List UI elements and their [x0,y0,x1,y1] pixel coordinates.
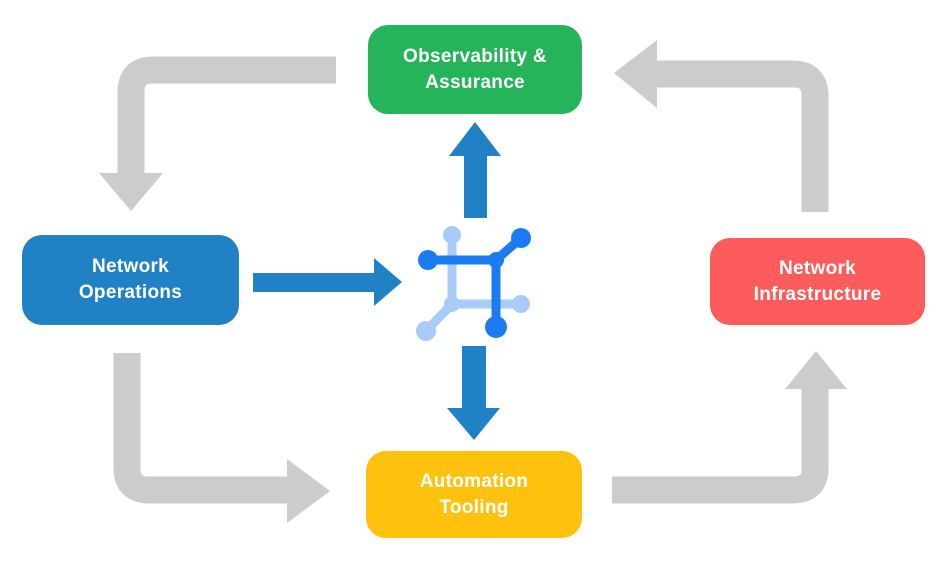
node-label-line: Infrastructure [753,283,882,305]
node-label-line: Network [778,257,857,279]
node-automation-tooling: Automation Tooling [366,451,582,538]
arrow-center-to-observability [449,122,501,218]
cycle-arrows [99,40,847,523]
icon-light-branches [416,226,530,341]
node-network-operations: Network Operations [22,235,239,325]
arrow-operations-to-center [253,258,402,306]
node-label-line: Operations [78,282,183,303]
node-label-line: Automation [419,470,529,492]
arrow-observability-to-operations [99,56,336,211]
node-observability-assurance: Observability & Assurance [368,25,582,114]
node-label-line: Observability & [403,45,547,67]
icon-dark-branches [418,228,531,338]
node-label-line: Tooling [439,496,509,518]
node-network-infrastructure: Network Infrastructure [710,238,925,325]
arrow-infrastructure-to-observability [614,40,829,212]
node-label-line: Assurance [425,71,525,93]
network-automation-icon [416,226,531,341]
arrow-operations-to-tooling [113,353,330,523]
center-flow-arrows [253,122,501,440]
arrow-tooling-to-infrastructure [612,351,847,504]
node-label-line: Network [91,256,170,277]
arrow-center-to-tooling [447,346,500,440]
